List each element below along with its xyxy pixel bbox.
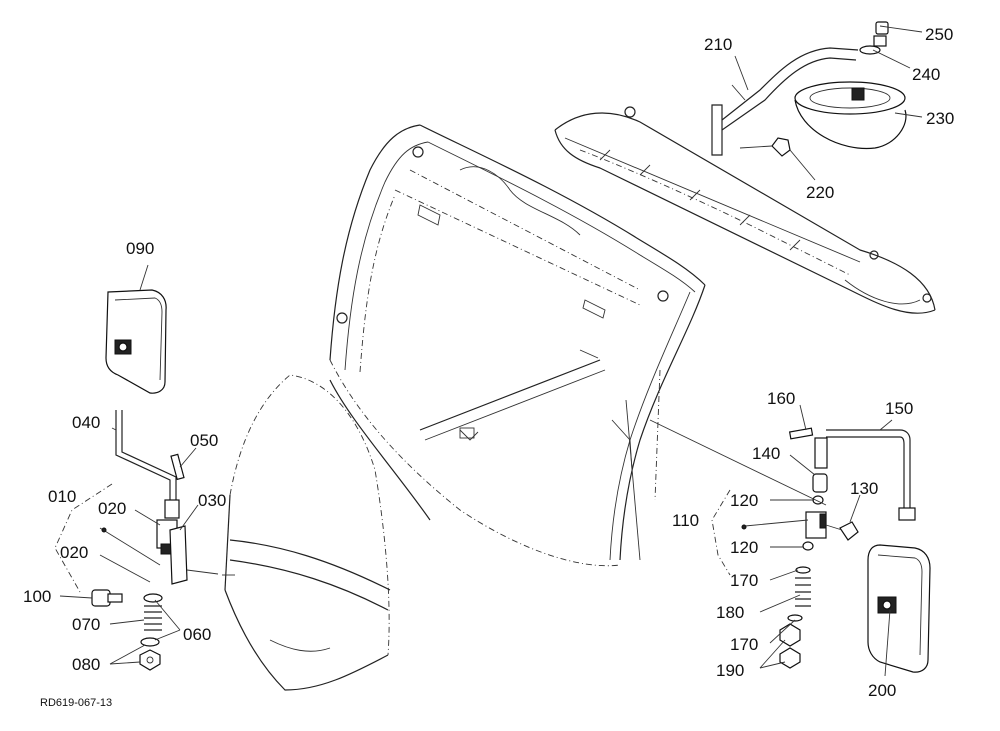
label-070: 070 [72,615,100,634]
right-mirror [867,544,931,673]
label-210: 210 [704,35,732,54]
bolt-220 [739,137,791,157]
label-250: 250 [925,25,953,44]
reference-code: RD619-067-13 [40,697,112,709]
label-240: 240 [912,65,940,84]
lamp-nut [859,21,889,55]
cab-frame [329,106,706,567]
work-lamp [794,81,907,150]
left-mirror [105,289,167,394]
label-030: 030 [198,491,226,510]
leader-lines [54,25,923,677]
label-020-lower: 020 [60,543,88,562]
label-100: 100 [23,587,51,606]
label-160: 160 [767,389,795,408]
label-050: 050 [190,431,218,450]
label-200: 200 [868,681,896,700]
label-230: 230 [926,109,954,128]
label-170-lower: 170 [730,635,758,654]
label-180: 180 [716,603,744,622]
right-mirror-stay [814,429,916,521]
label-140: 140 [752,444,780,463]
part-labels: 010 020 020 030 040 050 060 070 080 090 … [23,25,954,709]
bolt-100 [91,589,123,607]
label-090: 090 [126,239,154,258]
right-fastener-stack [779,566,811,669]
label-190: 190 [716,661,744,680]
label-220: 220 [806,183,834,202]
roof-rear-beam [554,112,936,314]
left-fender [222,374,391,691]
collar-140 [812,473,828,493]
mirror-bracket-left [156,519,219,585]
label-080: 080 [72,655,100,674]
label-040: 040 [72,413,100,432]
rear-light-bracket [711,47,859,156]
label-120-lower: 120 [730,538,758,557]
left-fastener-stack [139,593,163,671]
label-150: 150 [885,399,913,418]
label-170-upper: 170 [730,571,758,590]
label-010: 010 [48,487,76,506]
label-060: 060 [183,625,211,644]
label-130: 130 [850,479,878,498]
label-020-upper: 020 [98,499,126,518]
label-110: 110 [672,511,699,530]
right-bracket [802,495,859,551]
mirror-stay-left [115,410,180,519]
pin-160 [788,427,814,440]
label-120-upper: 120 [730,491,758,510]
